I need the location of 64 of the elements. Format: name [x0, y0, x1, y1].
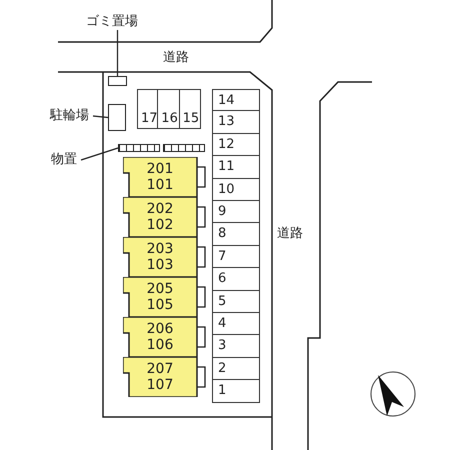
parking-number: 13	[218, 114, 235, 130]
area-label: 駐輪場	[48, 108, 90, 123]
parking-space	[212, 290, 260, 313]
parking-number: 14	[218, 93, 235, 108]
parking-space	[137, 89, 158, 129]
leader-line	[80, 147, 118, 161]
apartment-building	[123, 357, 206, 397]
facility-box	[108, 104, 126, 131]
unit-number: 201	[146, 161, 174, 177]
unit-number: 107	[146, 377, 174, 393]
parking-number: 2	[218, 360, 226, 376]
road-label: 道路	[277, 226, 303, 241]
parking-space	[212, 111, 260, 134]
parking-number: 4	[218, 316, 226, 331]
road-label: 道路	[163, 50, 189, 65]
leader-line	[92, 115, 108, 118]
parking-space	[212, 313, 260, 336]
parking-number: 16	[161, 111, 178, 126]
facility-box	[108, 76, 127, 86]
unit-number: 206	[146, 321, 174, 337]
parking-number: 15	[182, 111, 200, 126]
parking-number: 5	[218, 294, 226, 309]
area-label: ゴミ置場	[85, 14, 139, 29]
parking-number: 17	[141, 111, 158, 126]
parking-space	[212, 358, 260, 380]
area-label: 物置	[50, 152, 78, 167]
parking-number: 6	[218, 271, 226, 286]
apartment-building	[123, 237, 206, 277]
apartment-building	[123, 277, 206, 317]
parking-space	[212, 134, 260, 156]
unit-number: 203	[146, 241, 174, 257]
parking-number: 7	[218, 248, 226, 264]
unit-number: 205	[146, 281, 174, 297]
parking-space	[212, 178, 260, 201]
unit-number: 207	[146, 361, 174, 377]
unit-number: 202	[146, 201, 174, 217]
unit-number: 105	[146, 297, 174, 313]
parking-number: 11	[218, 159, 235, 174]
parking-space	[212, 268, 260, 291]
unit-number: 103	[146, 257, 174, 273]
parking-number: 12	[218, 136, 235, 152]
apartment-building	[123, 197, 206, 237]
parking-space	[212, 380, 260, 403]
parking-space	[158, 89, 180, 129]
parking-number: 9	[218, 204, 226, 219]
parking-space	[212, 223, 260, 246]
parking-number: 1	[218, 383, 226, 398]
storage-shed	[163, 144, 205, 152]
parking-space	[212, 246, 260, 268]
parking-number: 8	[218, 226, 226, 242]
unit-number: 106	[146, 337, 174, 353]
parking-space	[212, 156, 260, 179]
unit-number: 102	[146, 217, 174, 233]
unit-number: 101	[146, 177, 174, 193]
parking-space	[212, 201, 260, 224]
leader-line	[116, 30, 118, 76]
storage-shed	[118, 144, 160, 152]
apartment-building	[123, 157, 206, 197]
apartment-building	[123, 317, 206, 357]
parking-space	[212, 335, 260, 358]
parking-space	[180, 89, 201, 129]
parking-space	[212, 89, 260, 112]
parking-number: 3	[218, 338, 226, 354]
parking-number: 10	[218, 182, 235, 197]
